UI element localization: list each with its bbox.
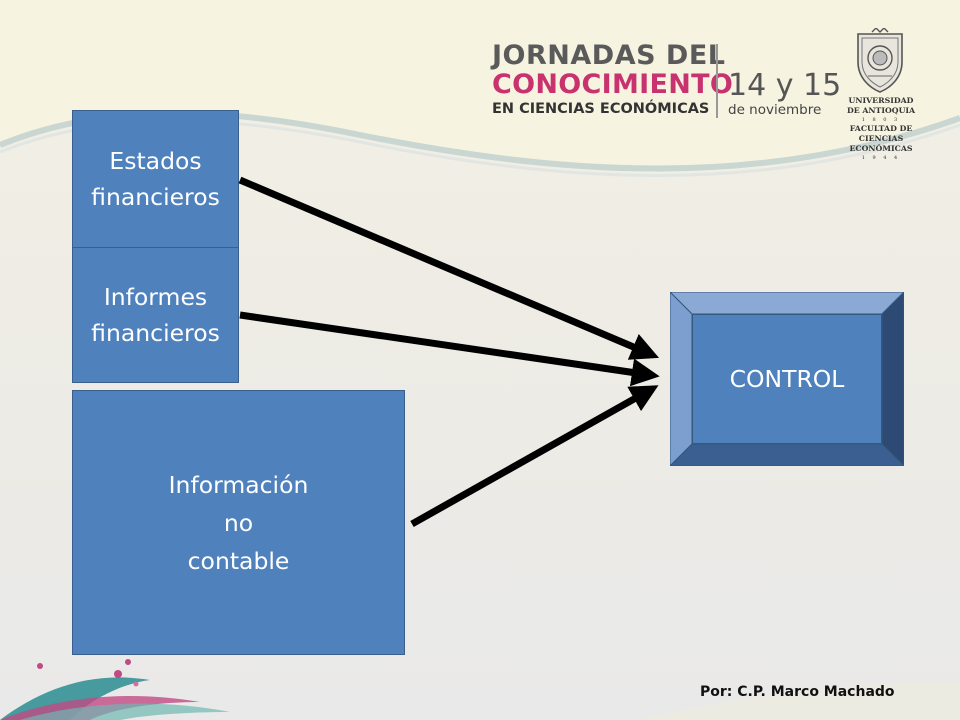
source-box-informes-financieros: Informes financieros [72,247,239,383]
faculty-line1: FACULTAD DE [849,124,913,133]
arrow-info-to-control [410,385,659,528]
event-title-line2: CONOCIMIENTO [492,69,734,100]
arrow-estados-to-control [238,176,660,360]
university-line1: UNIVERSIDAD [848,96,914,105]
university-line2: DE ANTIOQUIA [846,106,916,115]
faculty-line2: CIENCIAS ECONÓMICAS [849,134,913,153]
source-label-informes-financieros: Informes financieros [91,283,220,347]
university-seal-icon [857,28,903,93]
faculty-year: 1 9 4 4 [861,155,901,161]
university-name: UNIVERSIDAD DE ANTIOQUIA 1 8 0 3 FACULTA… [826,96,936,162]
event-title-line3: EN CIENCIAS ECONÓMICAS [492,101,710,117]
control-bevel-frame [670,292,904,466]
event-logo: JORNADAS DEL CONOCIMIENTO EN CIENCIAS EC… [492,40,841,125]
source-box-informacion-no-contable: Información no contable [72,390,405,655]
control-box: CONTROL [692,314,882,444]
university-founding-year: 1 8 0 3 [861,117,901,123]
event-title-line1: JORNADAS DEL [492,40,726,71]
source-box-estados-financieros: Estados financieros [72,110,239,248]
footer-decoration [0,659,960,720]
source-label-informacion-no-contable: Información no contable [168,470,309,575]
arrow-informes-to-control [239,311,660,387]
source-label-estados-financieros: Estados financieros [91,147,220,211]
logo-divider [716,44,718,118]
author-credit: Por: C.P. Marco Machado [700,684,895,700]
event-days: 14 y 15 [728,68,842,103]
control-label: CONTROL [729,365,845,393]
event-month: de noviembre [728,102,822,118]
